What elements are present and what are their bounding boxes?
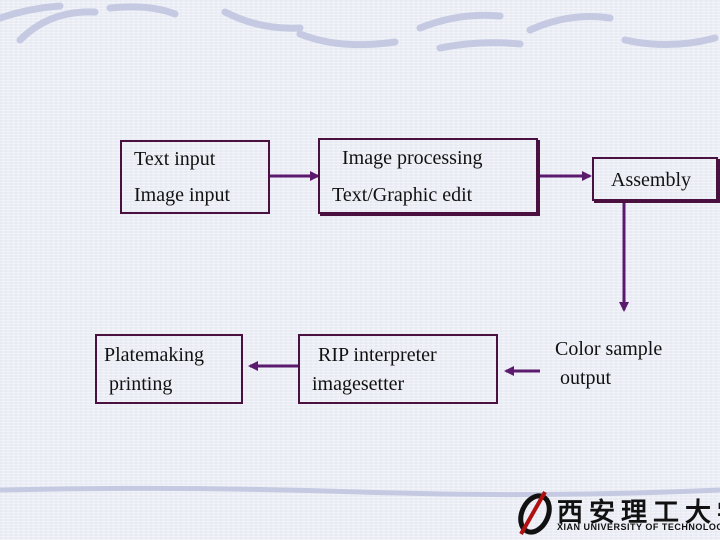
university-logo: 西安理工大学 XIAN UNIVERSITY OF TECHNOLOGY	[515, 490, 720, 538]
rip-box	[298, 334, 498, 404]
rip-interpreter-label: RIP interpreter	[318, 344, 437, 366]
imagesetter-label: imagesetter	[312, 373, 405, 395]
input-box	[120, 140, 270, 214]
university-emblem-icon	[518, 491, 552, 535]
image-input-label: Image input	[134, 184, 231, 206]
color-sample-label: Color sample	[555, 338, 663, 360]
platemaking-box	[95, 334, 243, 404]
footer-decoration	[0, 485, 720, 498]
color-output-label: output	[555, 367, 612, 389]
university-name-chinese: 西安理工大学	[557, 498, 720, 528]
university-name-english: XIAN UNIVERSITY OF TECHNOLOGY	[557, 522, 720, 532]
printing-label: printing	[104, 373, 173, 395]
header-decoration	[0, 2, 719, 52]
platemaking-label: Platemaking	[104, 344, 204, 366]
text-input-label: Text input	[134, 148, 216, 170]
processing-box	[318, 138, 538, 214]
text-graphic-edit-label: Text/Graphic edit	[332, 184, 473, 206]
assembly-label: Assembly	[611, 169, 691, 191]
image-processing-label: Image processing	[342, 147, 483, 169]
assembly-box	[592, 157, 718, 201]
